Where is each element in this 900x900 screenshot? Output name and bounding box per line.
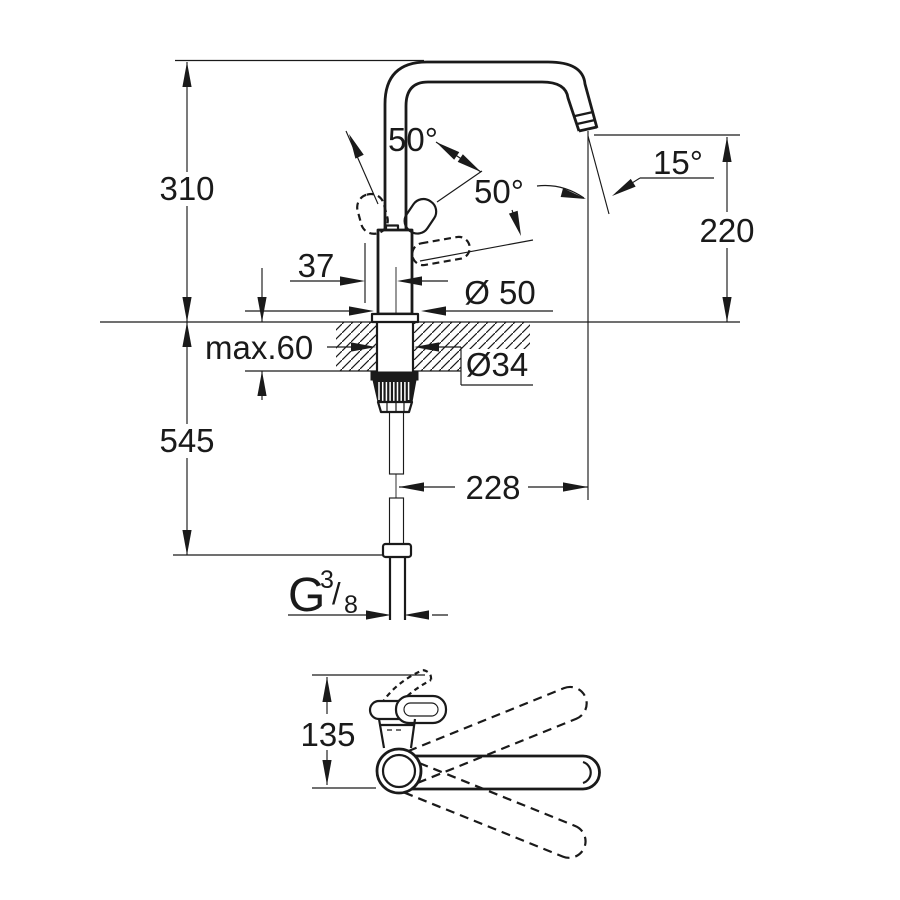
dim-d50-label: Ø 50 <box>464 274 536 311</box>
lever-top-view <box>368 668 448 749</box>
lever-open-dashed <box>411 235 471 267</box>
base-flange <box>370 312 420 324</box>
dim-135: 135 <box>300 674 425 789</box>
dim-50deg-a-label: 50° <box>388 121 438 158</box>
dim-37-label: 37 <box>298 247 335 284</box>
threaded-connector-pipe <box>388 557 407 620</box>
lever-open-axis-line <box>419 239 534 262</box>
body-top-view <box>375 747 423 795</box>
spout-swivel-up-dashed <box>407 685 588 784</box>
mounting-nut-knurling <box>378 382 410 401</box>
lever-angle-line-left <box>345 130 379 205</box>
body-outline <box>370 224 420 324</box>
spout-swivel-down-dashed <box>403 762 587 859</box>
mounting-washer <box>370 371 419 381</box>
dim-max60-label: max.60 <box>205 329 313 366</box>
lever-up-left-dashed <box>356 192 389 235</box>
mounting-shank <box>370 322 419 414</box>
hose-end-fitting <box>381 542 413 559</box>
nut-collar <box>376 400 414 414</box>
spout-aerator-seam <box>574 110 596 126</box>
lever-loop-inner <box>403 702 439 717</box>
dim-thread-label: G 3 / 8 <box>288 558 358 622</box>
dim-220-label: 220 <box>699 212 754 249</box>
dimension-annotations: 310 545 max.60 220 15° 50° <box>159 59 755 622</box>
outlet-axis-line <box>587 135 610 215</box>
dim-50deg-b-label: 50° <box>474 173 524 210</box>
lever-closed-solid <box>403 197 438 235</box>
spout-tip-end <box>578 125 598 133</box>
spout-outline <box>383 60 599 230</box>
dim-15deg-label: 15° <box>653 144 703 181</box>
lever-neck <box>377 718 417 749</box>
dim-545-label: 545 <box>159 422 214 459</box>
faucet-front-view: 310 545 max.60 220 15° 50° <box>100 59 755 622</box>
spout-top-view <box>412 754 601 791</box>
dim-d34-label: Ø34 <box>466 346 528 383</box>
supply-hose <box>381 411 413 620</box>
faucet-top-view: 135 <box>300 668 601 859</box>
dim-135-label: 135 <box>300 716 355 753</box>
dim-310-label: 310 <box>159 170 214 207</box>
dim-228-label: 228 <box>465 469 520 506</box>
